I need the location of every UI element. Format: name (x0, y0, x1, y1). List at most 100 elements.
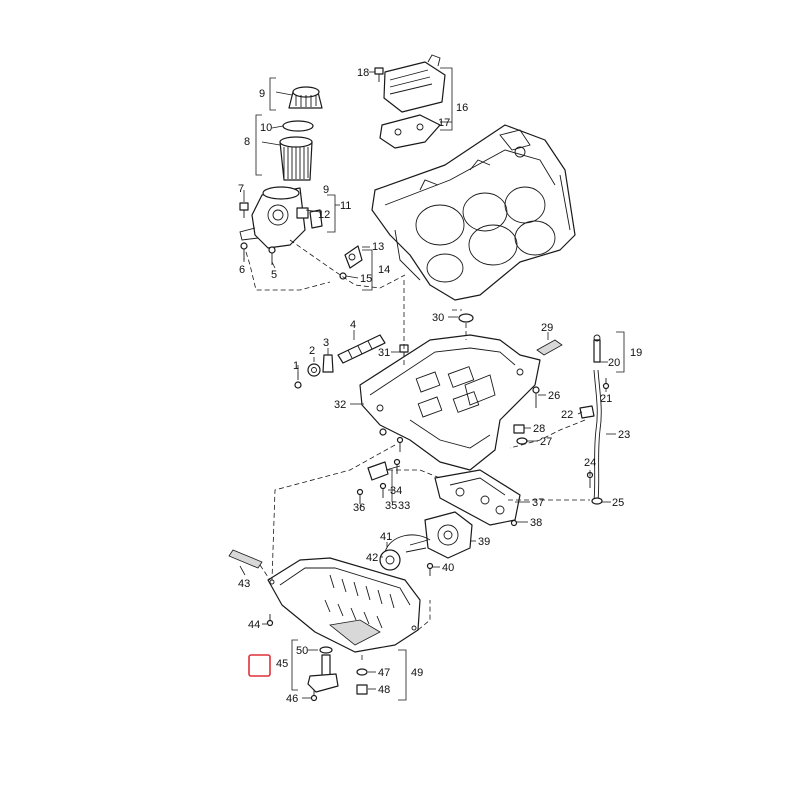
callout-10[interactable]: 10 (260, 122, 272, 134)
oil-pump-39[interactable] (405, 511, 473, 559)
callout-38[interactable]: 38 (530, 517, 542, 529)
callout-3[interactable]: 3 (323, 337, 329, 349)
callout-26[interactable]: 26 (548, 390, 560, 402)
callout-45[interactable]: 45 (276, 658, 288, 670)
callout-25[interactable]: 25 (612, 497, 624, 509)
callout-34[interactable]: 34 (390, 485, 402, 497)
callout-21[interactable]: 21 (600, 393, 612, 405)
callout-35[interactable]: 35 (385, 500, 397, 512)
lower-oil-pan[interactable] (267, 557, 421, 653)
callout-39[interactable]: 39 (478, 536, 490, 548)
bolt-38[interactable] (510, 519, 518, 527)
callout-20[interactable]: 20 (608, 357, 620, 369)
bolt-46[interactable] (310, 690, 318, 702)
bolt-left-housing[interactable] (240, 242, 248, 260)
callout-8[interactable]: 8 (244, 136, 250, 148)
callout-9-right[interactable]: 9 (323, 184, 329, 196)
engine-block[interactable] (371, 124, 576, 301)
oil-filter-housing[interactable] (239, 186, 306, 249)
callout-2[interactable]: 2 (309, 345, 315, 357)
callout-47[interactable]: 47 (378, 667, 390, 679)
dipstick-20[interactable] (593, 334, 601, 363)
filter-cap-o-ring[interactable] (282, 120, 314, 132)
callout-23[interactable]: 23 (618, 429, 630, 441)
callout-5[interactable]: 5 (271, 269, 277, 281)
seal-50[interactable] (319, 646, 333, 654)
callout-17[interactable]: 17 (438, 117, 450, 129)
callout-30[interactable]: 30 (432, 312, 444, 324)
bolt-5[interactable] (268, 246, 276, 265)
callout-18[interactable]: 18 (357, 67, 369, 79)
clip-12[interactable] (296, 207, 309, 219)
callout-46[interactable]: 46 (286, 693, 298, 705)
callout-44[interactable]: 44 (248, 619, 260, 631)
callout-43[interactable]: 43 (238, 578, 250, 590)
dipstick-tube-23[interactable] (593, 369, 602, 501)
oil-filter-element[interactable] (279, 136, 313, 181)
callout-16[interactable]: 16 (456, 102, 468, 114)
highlight-box[interactable] (248, 654, 271, 677)
sealant-29[interactable] (536, 339, 563, 356)
callout-11[interactable]: 11 (340, 200, 351, 212)
bolt-1[interactable] (294, 372, 302, 389)
plug-28[interactable] (513, 424, 525, 434)
check-valve-2[interactable] (307, 363, 321, 377)
callout-1[interactable]: 1 (293, 360, 299, 372)
bolt-26[interactable] (532, 386, 540, 408)
bolt-33[interactable] (393, 458, 401, 475)
callout-28[interactable]: 28 (533, 423, 545, 435)
oil-pressure-sensor[interactable] (344, 245, 363, 269)
upper-oil-pan[interactable] (359, 334, 541, 471)
callout-7[interactable]: 7 (238, 183, 244, 195)
callout-13[interactable]: 13 (372, 241, 384, 253)
oil-pick-up-35[interactable] (367, 461, 401, 481)
callout-19[interactable]: 19 (630, 347, 642, 359)
o-ring-25[interactable] (591, 497, 603, 505)
sprocket-42[interactable] (379, 549, 401, 571)
callout-36[interactable]: 36 (353, 502, 365, 514)
bolt-18[interactable] (374, 67, 384, 82)
callout-40[interactable]: 40 (442, 562, 454, 574)
oil-level-sensor-45[interactable] (307, 654, 339, 693)
bolt-7[interactable] (239, 202, 249, 218)
clip-11[interactable] (309, 209, 323, 229)
bolt-34[interactable] (379, 482, 387, 499)
oil-pipe-4[interactable] (337, 334, 386, 364)
baffle-plate-37[interactable] (434, 469, 521, 526)
callout-4[interactable]: 4 (350, 319, 356, 331)
callout-33[interactable]: 33 (398, 500, 410, 512)
callout-14[interactable]: 14 (378, 264, 390, 276)
oil-cooler-gasket[interactable] (379, 114, 441, 149)
callout-37[interactable]: 37 (532, 497, 544, 509)
bolt-36[interactable] (356, 488, 364, 505)
sealant-43[interactable] (228, 549, 263, 569)
callout-12[interactable]: 12 (318, 209, 330, 221)
callout-15[interactable]: 15 (360, 273, 372, 285)
callout-27[interactable]: 27 (540, 436, 552, 448)
callout-49[interactable]: 49 (411, 667, 423, 679)
callout-31[interactable]: 31 (378, 347, 390, 359)
oil-filter-cap[interactable] (288, 86, 323, 109)
callout-24[interactable]: 24 (584, 457, 596, 469)
bolt-upper-pan-left[interactable] (379, 428, 404, 452)
callout-9[interactable]: 9 (259, 88, 265, 100)
bolt-21[interactable] (602, 378, 610, 390)
bracket-22[interactable] (579, 405, 595, 419)
callout-50[interactable]: 50 (296, 645, 308, 657)
callout-41[interactable]: 41 (380, 531, 392, 543)
callout-42[interactable]: 42 (366, 552, 378, 564)
oil-cooler[interactable] (383, 54, 446, 113)
callout-6[interactable]: 6 (239, 264, 245, 276)
callout-32[interactable]: 32 (334, 399, 346, 411)
banjo-bolt-3[interactable] (322, 354, 334, 373)
drain-plug-48[interactable] (356, 684, 368, 695)
bolt-44[interactable] (266, 614, 274, 627)
callout-48[interactable]: 48 (378, 684, 390, 696)
callout-22[interactable]: 22 (561, 409, 573, 421)
o-ring-30[interactable] (458, 313, 474, 323)
bolt-40[interactable] (426, 562, 434, 577)
callout-29[interactable]: 29 (541, 322, 553, 334)
pump-chain-41[interactable] (384, 534, 431, 553)
seal-27[interactable] (516, 437, 528, 445)
seal-47[interactable] (356, 668, 368, 676)
